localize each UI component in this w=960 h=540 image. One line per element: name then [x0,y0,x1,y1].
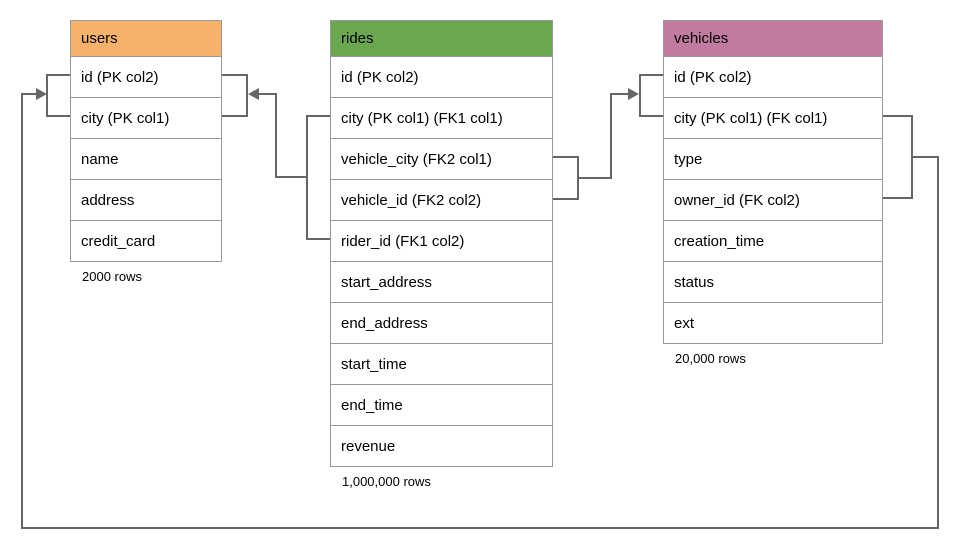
column-row: type [664,138,882,179]
column-row: rider_id (FK1 col2) [331,220,552,261]
column-row: end_address [331,302,552,343]
fk-line-rides-to-vehicles [553,88,639,200]
table-rides-box: rides id (PK col2)city (PK col1) (FK1 co… [330,20,553,467]
fk-bracket-users-right [222,74,248,117]
column-row: id (PK col2) [331,56,552,97]
column-row: start_time [331,343,552,384]
column-row: revenue [331,425,552,466]
table-rides-header: rides [331,21,552,56]
table-vehicles-rowcount: 20,000 rows [675,351,746,366]
column-row: vehicle_id (FK2 col2) [331,179,552,220]
column-row: vehicle_city (FK2 col1) [331,138,552,179]
column-row: id (PK col2) [71,56,221,97]
arrowhead-to-vehicles [628,88,639,100]
column-row: end_time [331,384,552,425]
column-row: credit_card [71,220,221,261]
column-row: ext [664,302,882,343]
fk-bracket-vehicles-left [639,74,663,117]
table-users-header: users [71,21,221,56]
column-row: city (PK col1) (FK1 col1) [331,97,552,138]
column-row: start_address [331,261,552,302]
column-row: id (PK col2) [664,56,882,97]
column-row: city (PK col1) [71,97,221,138]
column-row: address [71,179,221,220]
fk-line-vehicles-to-users [21,88,939,529]
table-rides-rowcount: 1,000,000 rows [342,474,431,489]
column-row: creation_time [664,220,882,261]
column-row: city (PK col1) (FK col1) [664,97,882,138]
column-row: status [664,261,882,302]
arrowhead-to-users [248,88,259,100]
table-users-rowcount: 2000 rows [82,269,142,284]
table-rides: rides id (PK col2)city (PK col1) (FK1 co… [330,20,553,489]
table-vehicles: vehicles id (PK col2)city (PK col1) (FK … [663,20,883,366]
column-row: owner_id (FK col2) [664,179,882,220]
column-row: name [71,138,221,179]
fk-bracket-users-left [46,74,70,117]
arrowhead-loop-to-users [36,88,47,100]
fk-line-rides-to-users [248,88,330,240]
table-vehicles-box: vehicles id (PK col2)city (PK col1) (FK … [663,20,883,344]
table-vehicles-header: vehicles [664,21,882,56]
